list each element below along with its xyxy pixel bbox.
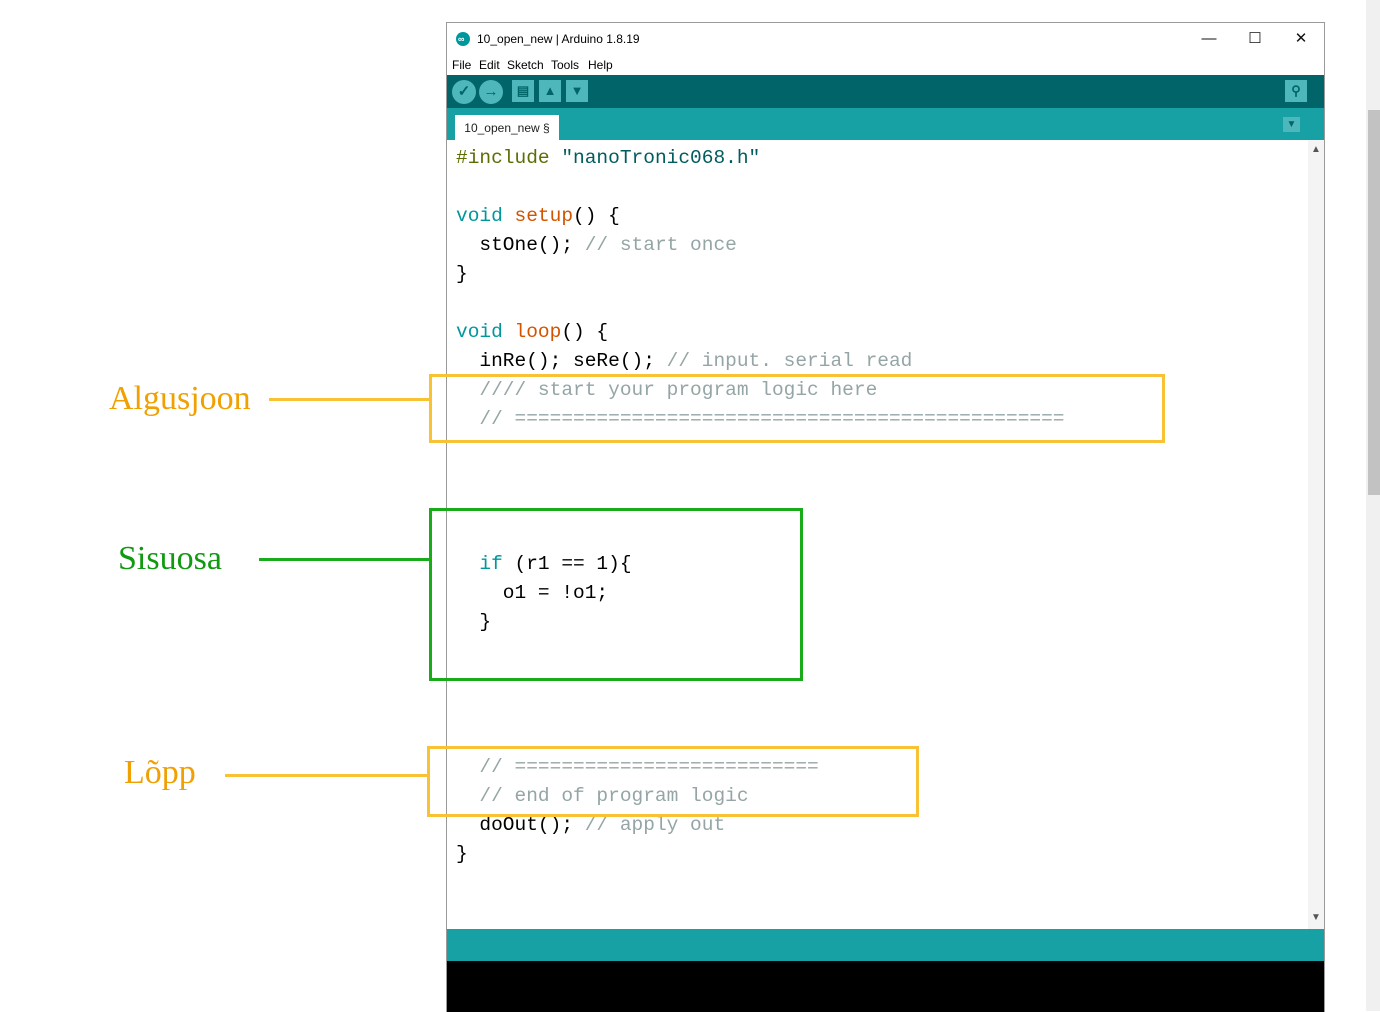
menu-file[interactable]: File: [452, 58, 472, 72]
editor-scrollbar[interactable]: ▲ ▼: [1308, 140, 1324, 929]
code-line-close-setup: }: [456, 263, 468, 285]
annotation-middle-line: [259, 558, 430, 561]
arduino-window: ∞ 10_open_new | Arduino 1.8.19 — ☐ ✕ Fil…: [446, 22, 1325, 1012]
code-editor[interactable]: #include "nanoTronic068.h" void setup() …: [447, 140, 1308, 929]
open-sketch-button[interactable]: ▲: [539, 80, 561, 102]
annotation-start-box: [429, 374, 1165, 443]
code-line-separator-short: // ==========================: [456, 756, 819, 778]
code-line-o1: o1 = !o1;: [456, 582, 609, 604]
window-title: 10_open_new | Arduino 1.8.19: [477, 32, 640, 46]
verify-button[interactable]: ✓: [452, 80, 476, 104]
tab-menu-button[interactable]: ▼: [1283, 117, 1300, 132]
menu-bar: File Edit Sketch Tools Help: [447, 55, 1324, 75]
scroll-up-icon[interactable]: ▲: [1311, 144, 1321, 155]
title-bar: ∞ 10_open_new | Arduino 1.8.19 — ☐ ✕: [447, 23, 1324, 55]
code-line-close-loop: }: [456, 843, 468, 865]
annotation-start-line: [269, 398, 430, 401]
annotation-end-box: [427, 746, 919, 817]
upload-button[interactable]: →: [479, 80, 503, 104]
tab-sketch[interactable]: 10_open_new §: [455, 115, 559, 140]
menu-edit[interactable]: Edit: [479, 58, 500, 72]
code-line-start-comment: //// start your program logic here: [456, 379, 878, 401]
code-line-doout: doOut(); // apply out: [456, 814, 726, 836]
maximize-button[interactable]: ☐: [1248, 30, 1262, 47]
status-bar: [447, 929, 1324, 961]
code-line-if: if (r1 == 1){: [456, 553, 632, 575]
menu-sketch[interactable]: Sketch: [507, 58, 544, 72]
code-line-setup: void setup() {: [456, 205, 620, 227]
code-line-include: #include "nanoTronic068.h": [456, 147, 761, 169]
annotation-end-line: [225, 774, 428, 777]
console-output: [447, 961, 1324, 1012]
code-line-close-if: }: [456, 611, 492, 633]
annotation-end-label: Lõpp: [124, 754, 196, 791]
annotation-start-label: Algusjoon: [109, 380, 251, 417]
toolbar: ✓ → ▤ ▲ ▼ ⚲: [447, 75, 1324, 108]
code-line-end-comment: // end of program logic: [456, 785, 749, 807]
minimize-button[interactable]: —: [1201, 30, 1217, 47]
code-line-stone: stOne(); // start once: [456, 234, 737, 256]
save-sketch-button[interactable]: ▼: [566, 80, 588, 102]
code-line-loop: void loop() {: [456, 321, 609, 343]
serial-monitor-button[interactable]: ⚲: [1285, 80, 1307, 102]
new-sketch-button[interactable]: ▤: [512, 80, 534, 102]
tab-bar: 10_open_new § ▼: [447, 108, 1324, 140]
code-line-inre: inRe(); seRe(); // input. serial read: [456, 350, 913, 372]
page-scrollbar-thumb[interactable]: [1368, 110, 1380, 495]
scroll-down-icon[interactable]: ▼: [1311, 912, 1321, 923]
code-line-separator-long: // =====================================…: [456, 408, 1065, 430]
annotation-middle-label: Sisuosa: [118, 540, 222, 577]
annotation-middle-box: [429, 508, 803, 681]
menu-tools[interactable]: Tools: [551, 58, 580, 72]
close-button[interactable]: ✕: [1294, 30, 1308, 47]
arduino-logo-icon: ∞: [456, 32, 470, 46]
menu-help[interactable]: Help: [588, 58, 613, 72]
